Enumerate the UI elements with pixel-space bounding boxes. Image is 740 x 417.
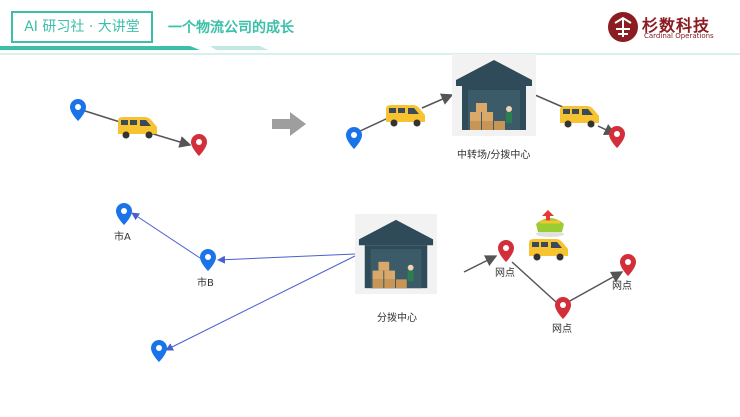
outlet-label: 网点: [552, 320, 572, 335]
map-pin-red-icon: [191, 134, 207, 156]
transfer-center-label: 中转场/分拨中心: [457, 146, 530, 161]
city-a-label: 市A: [114, 228, 131, 243]
map-pin-blue-icon: [116, 203, 132, 225]
route-line: [512, 262, 556, 302]
outlet-label: 网点: [612, 277, 632, 292]
delivery-van-icon: [383, 103, 427, 127]
city-b-label: 市B: [197, 274, 214, 289]
route-line: [218, 254, 355, 260]
route-line: [464, 256, 496, 272]
outlet-label: 网点: [495, 264, 515, 279]
warehouse-icon: [452, 54, 536, 136]
map-pin-blue-icon: [346, 127, 362, 149]
delivery-van-icon: [115, 115, 159, 139]
route-line: [166, 256, 355, 350]
map-pin-blue-icon: [151, 340, 167, 362]
map-pin-red-icon: [620, 254, 636, 276]
sorting-center-label: 分拨中心: [377, 309, 417, 324]
delivery-van-icon: [557, 104, 601, 128]
delivery-van-icon: [526, 237, 570, 261]
map-pin-red-icon: [609, 126, 625, 148]
map-pin-red-icon: [555, 297, 571, 319]
route-line: [132, 213, 200, 258]
transition-arrow-icon: [272, 112, 306, 136]
map-pin-blue-icon: [70, 99, 86, 121]
map-pin-blue-icon: [200, 249, 216, 271]
warehouse-icon: [355, 212, 437, 296]
package-icon: [532, 208, 568, 238]
map-pin-red-icon: [498, 240, 514, 262]
